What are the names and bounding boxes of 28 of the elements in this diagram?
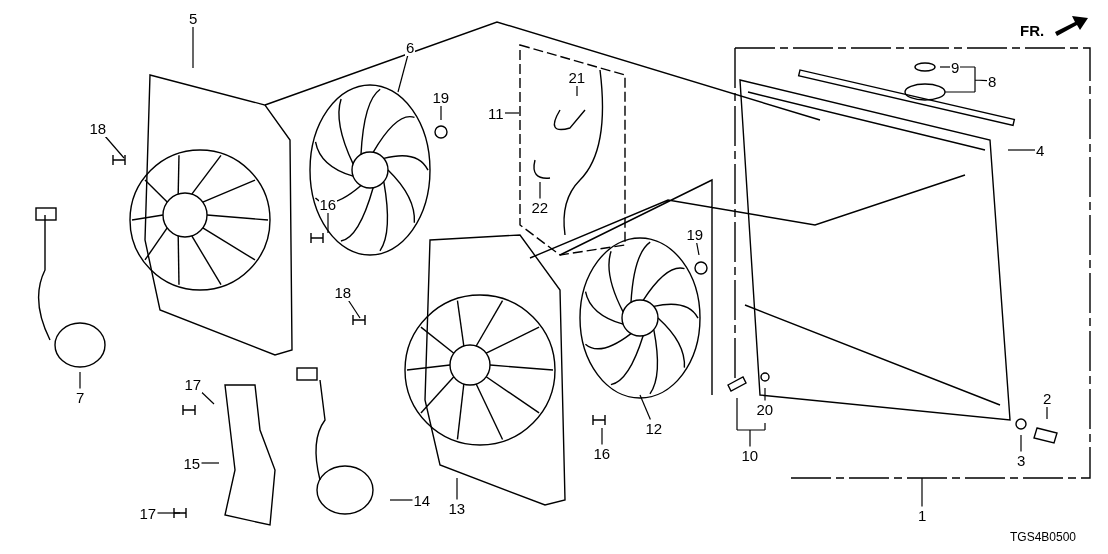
- leader-line: [921, 477, 923, 508]
- leader-line: [440, 104, 442, 121]
- leader-line: [192, 25, 194, 69]
- leader-line: [539, 181, 541, 200]
- leader-line: [200, 462, 220, 464]
- leader-line: [1007, 149, 1036, 151]
- leader-line: [397, 54, 409, 93]
- leader-line: [104, 135, 125, 159]
- leader-line: [764, 387, 766, 402]
- front-direction-label: FR.: [1020, 22, 1045, 39]
- leader-line: [504, 112, 520, 114]
- leader-line: [736, 397, 766, 448]
- leader-line: [1046, 405, 1048, 420]
- leader-line: [1020, 434, 1022, 453]
- leader-line: [201, 391, 215, 405]
- leader-line: [601, 427, 603, 446]
- part-code: TGS4B0500: [1010, 530, 1077, 544]
- leader-line: [944, 66, 988, 93]
- leader-line: [576, 84, 578, 97]
- leader-line: [389, 499, 414, 501]
- leader-line: [939, 66, 951, 68]
- leader-line: [696, 241, 700, 256]
- leader-line: [639, 394, 651, 421]
- leader-line: [347, 299, 361, 319]
- leader-line: [456, 477, 458, 501]
- leader-line: [156, 512, 181, 514]
- leader-line: [79, 371, 81, 390]
- leader-line: [327, 211, 329, 234]
